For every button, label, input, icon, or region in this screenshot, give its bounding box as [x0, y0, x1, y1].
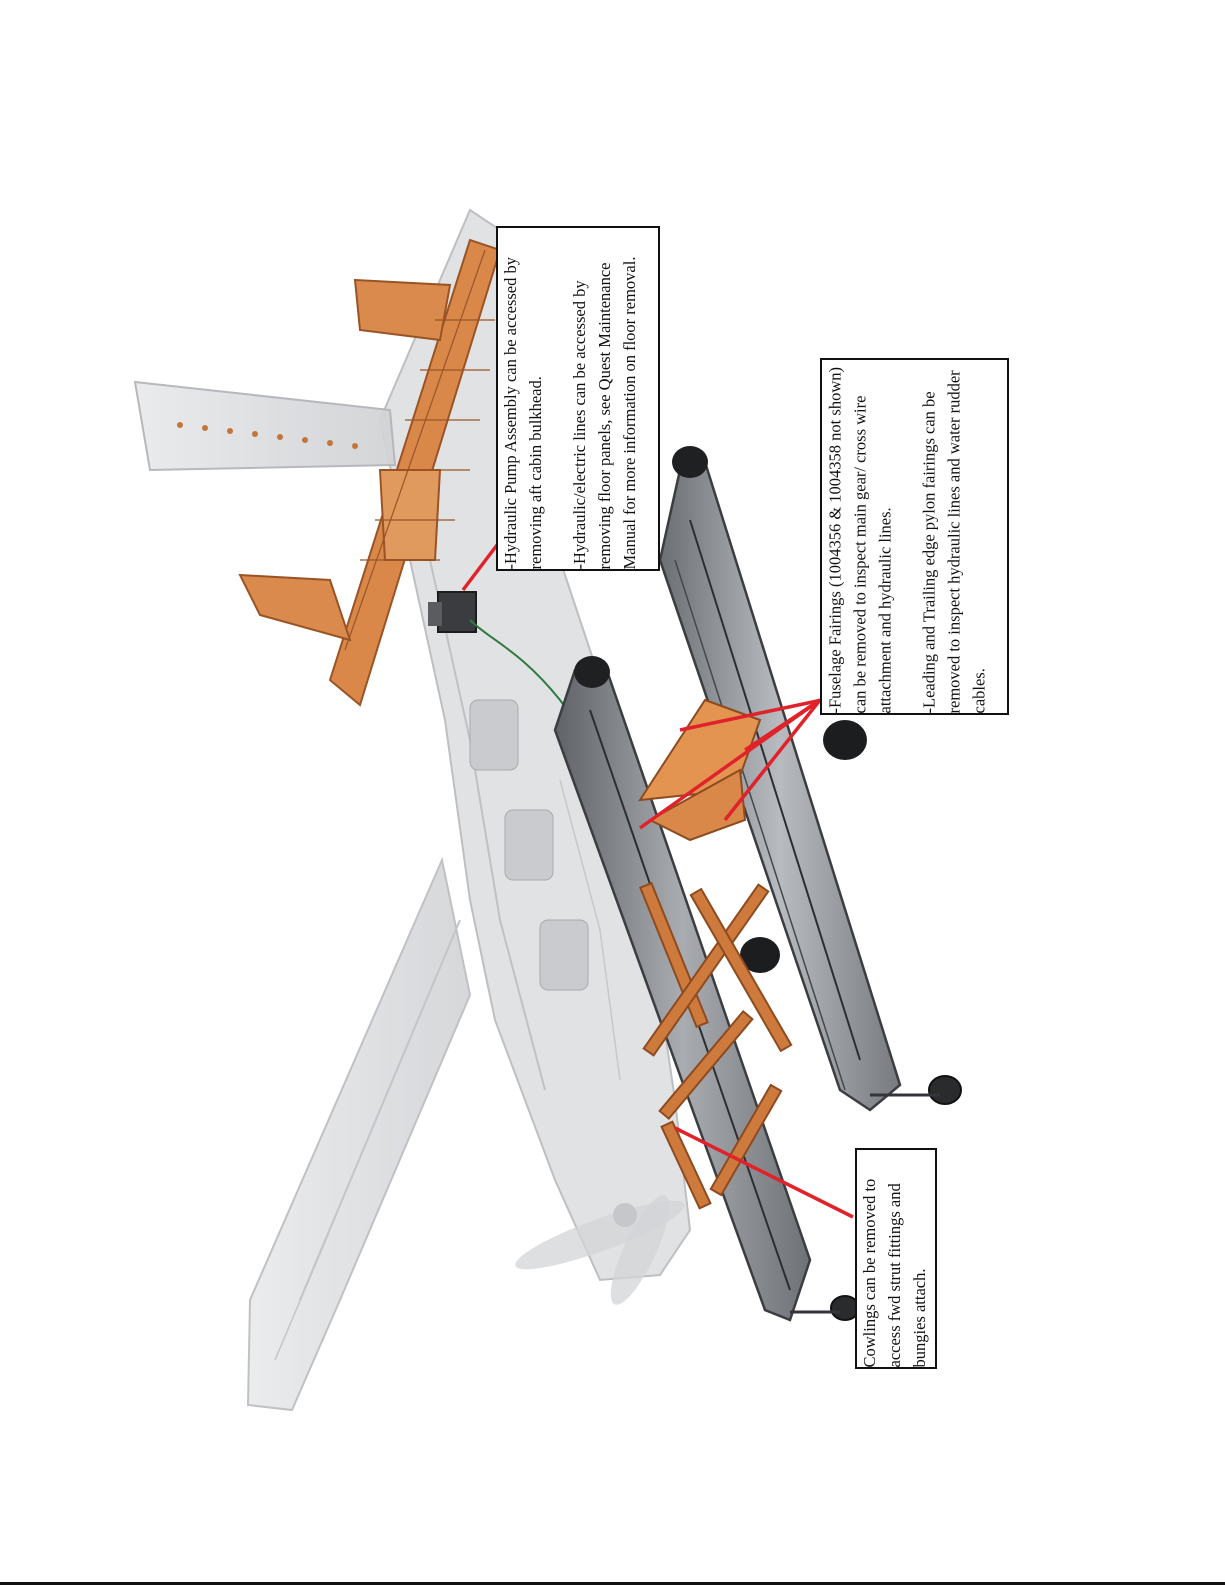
main-wing — [246, 856, 472, 1412]
callout-fairings-para2: -Leading and Trailing edge pylon fairing… — [919, 369, 988, 713]
float-struts — [638, 698, 793, 1210]
leader-lines — [461, 543, 854, 1219]
callout-fuselage-fairings: -Fuselage Fairings (1004356 & 1004358 no… — [820, 358, 1009, 715]
page-bottom-rule — [0, 1582, 1225, 1585]
callout-cowlings-text: Cowlings can be removed to access fwd st… — [857, 1150, 935, 1367]
callout-fairings-text: -Fuselage Fairings (1004356 & 1004358 no… — [822, 360, 1007, 713]
upper-wing — [133, 380, 397, 472]
callout-hydraulic-text: -Hydraulic Pump Assembly can be accessed… — [498, 228, 658, 569]
callout-hydraulic-para2: -Hydraulic/electric lines can be accesse… — [570, 256, 639, 569]
callout-cowlings: Cowlings can be removed to access fwd st… — [855, 1148, 937, 1369]
propeller — [515, 1195, 685, 1305]
tail-structure — [238, 238, 502, 707]
callout-hydraulic-pump: -Hydraulic Pump Assembly can be accessed… — [496, 226, 660, 571]
callout-cowlings-para1: Cowlings can be removed to access fwd st… — [860, 1178, 929, 1367]
float-right — [658, 446, 962, 1112]
callout-hydraulic-para1: -Hydraulic Pump Assembly can be accessed… — [501, 256, 545, 569]
callout-fairings-para1: -Fuselage Fairings (1004356 & 1004358 no… — [825, 366, 894, 713]
